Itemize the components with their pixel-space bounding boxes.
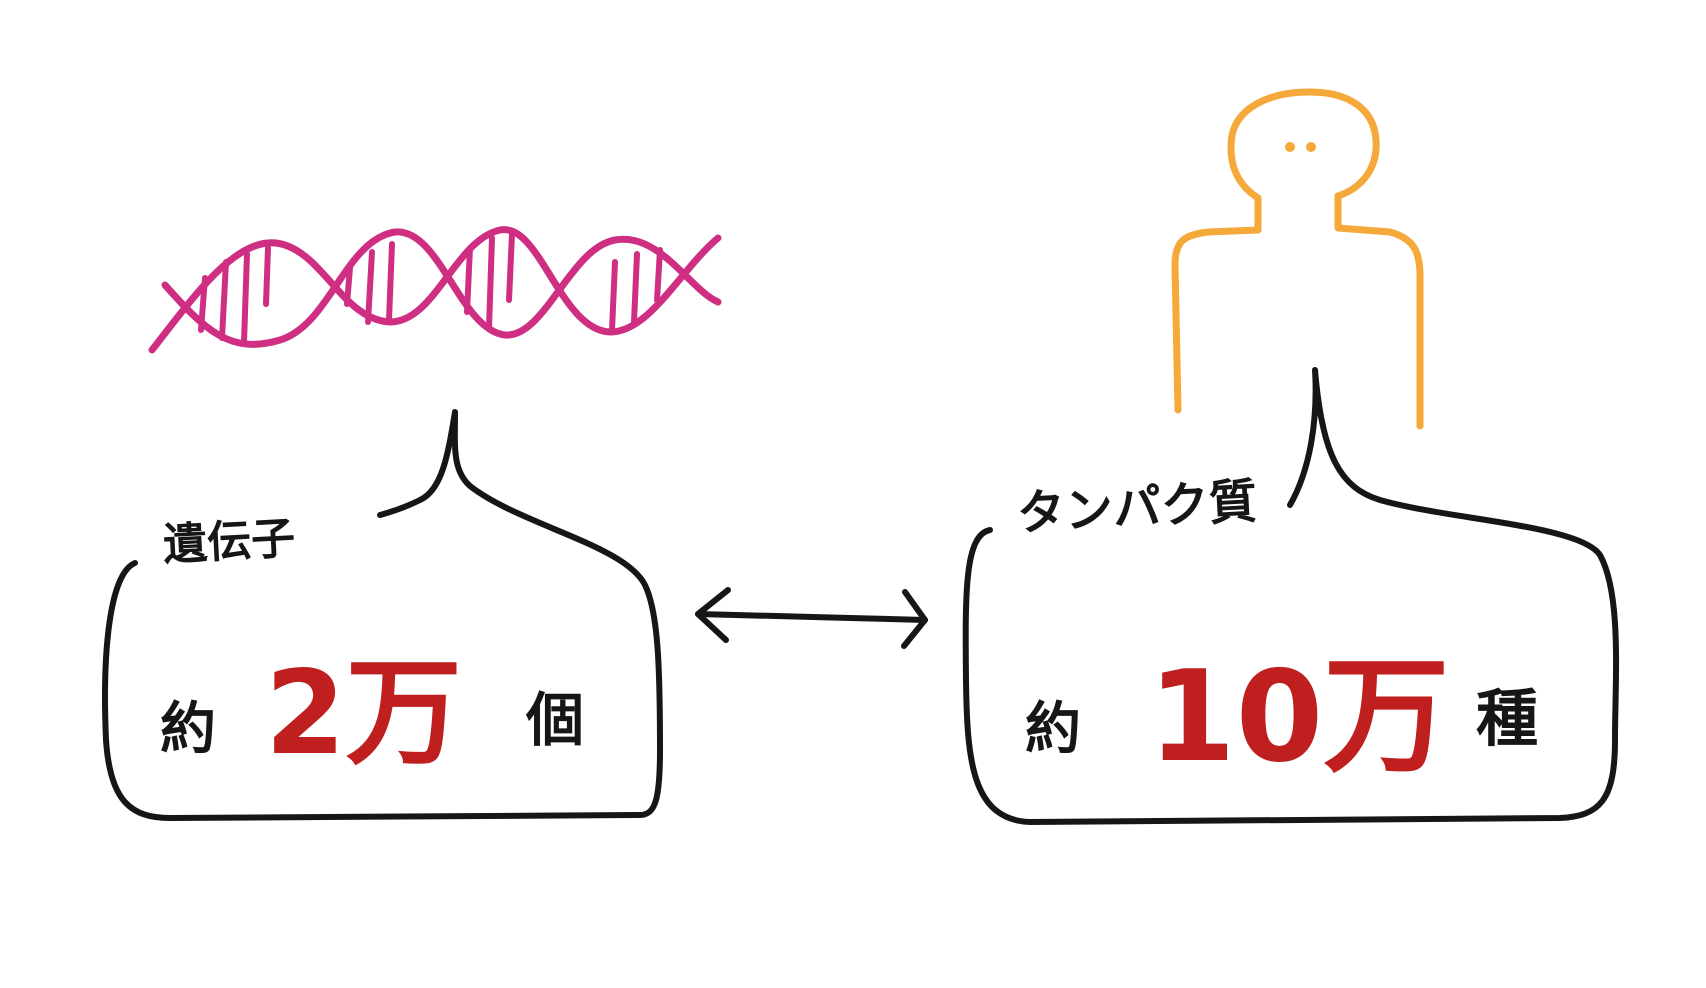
right-bubble-prefix: 約 <box>1025 697 1081 762</box>
dna-double-helix-icon <box>148 226 722 354</box>
arrow-head-left <box>695 587 731 643</box>
dna-strand-b <box>161 228 722 348</box>
left-speech-bubble <box>102 409 663 821</box>
person-eye-left <box>1285 142 1295 152</box>
arrow-head-right <box>901 589 928 649</box>
person-silhouette-icon <box>1171 88 1424 430</box>
bidirectional-arrow-icon <box>695 587 928 649</box>
person-outline <box>1171 88 1424 430</box>
left-bubble-unit: 個 <box>525 686 584 754</box>
right-bubble-number: 10万 <box>1148 643 1449 790</box>
left-bubble-title: 遺伝子 <box>162 513 296 571</box>
right-bubble-unit: 種 <box>1476 682 1538 755</box>
arrow-shaft <box>695 611 928 623</box>
dna-base-pairs <box>198 231 663 345</box>
dna-strand-a <box>148 226 722 354</box>
left-bubble-prefix: 約 <box>160 697 216 762</box>
left-bubble-number: 2万 <box>265 646 462 781</box>
right-bubble-title: タンパク質 <box>1016 473 1259 541</box>
person-eye-right <box>1306 142 1316 152</box>
right-speech-bubble <box>962 367 1620 825</box>
